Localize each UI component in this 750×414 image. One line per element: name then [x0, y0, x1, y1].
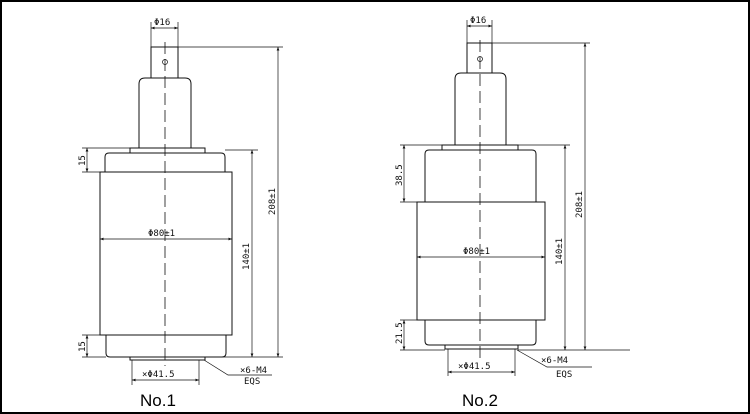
drawing-no2: Φ16 Φ80±1 ×Φ41.5 140±1 208±1 38.5 21.5 ×… [395, 16, 630, 410]
body-diameter-label: Φ80±1 [148, 229, 175, 239]
thread-note: ×6-M4 [541, 356, 568, 366]
terminal-diameter-label: Φ16 [154, 18, 170, 28]
thread-spec: EQS [244, 377, 260, 387]
bottom-offset-label: 21.5 [395, 322, 405, 344]
top-flange [129, 147, 206, 154]
inner-height-label: 140±1 [555, 238, 565, 265]
thread-note: ×6-M4 [240, 366, 267, 376]
thread-leader [516, 349, 592, 368]
thread-leader [203, 359, 272, 376]
lower-cap [105, 335, 227, 358]
caption-no1: No.1 [140, 391, 176, 410]
drawing-no1: Φ16 Φ80±1 ×Φ41.5 140±1 208±1 15 15 ×6-M4… [78, 18, 283, 410]
terminal-diameter-label: Φ16 [470, 16, 486, 26]
base-diameter-label: ×Φ41.5 [458, 362, 491, 372]
terminal [150, 46, 179, 79]
top-offset-label: 38.5 [395, 164, 405, 186]
top-offset-label: 15 [78, 155, 88, 166]
terminal [466, 42, 493, 74]
upper-cap [424, 149, 537, 202]
inner-height-label: 140±1 [242, 243, 252, 270]
caption-no2: No.2 [462, 391, 498, 410]
bottom-flange [129, 356, 206, 361]
overall-height-label: 208±1 [268, 188, 278, 215]
body [99, 171, 233, 336]
body-diameter-label: Φ80±1 [463, 247, 490, 257]
bottom-offset-label: 15 [78, 341, 88, 352]
bottom-flange [444, 344, 519, 350]
thread-spec: EQS [556, 370, 572, 380]
lower-cap [424, 320, 537, 346]
body [416, 201, 546, 321]
base-diameter-label: ×Φ41.5 [142, 370, 175, 380]
overall-height-label: 208±1 [575, 191, 585, 218]
stem [454, 72, 507, 145]
